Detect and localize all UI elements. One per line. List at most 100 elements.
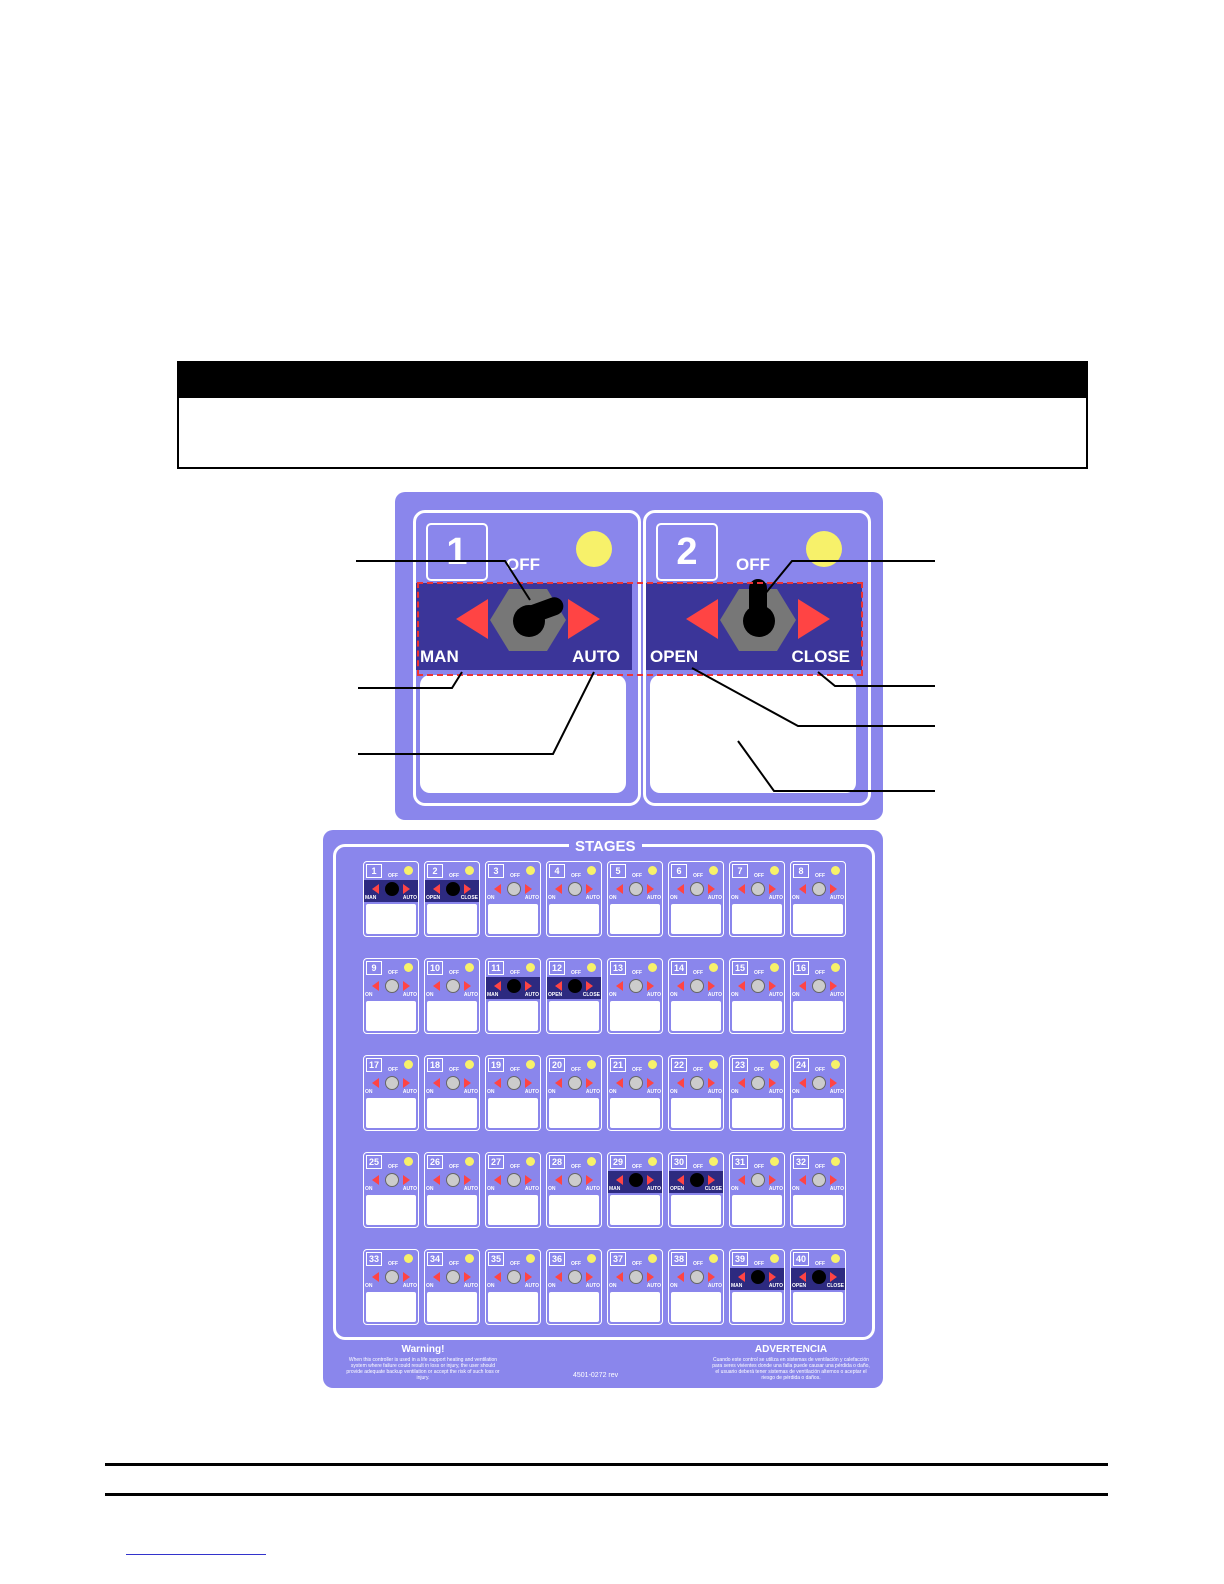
right-label: AUTO [585, 1283, 600, 1289]
label-area [366, 1195, 416, 1225]
arrow-right-icon [464, 1272, 471, 1282]
arrow-right-icon [464, 1078, 471, 1088]
off-label: OFF [754, 1067, 764, 1073]
toggle-switch[interactable] [629, 1270, 643, 1284]
toggle-switch[interactable] [629, 979, 643, 993]
stage-number: 27 [488, 1155, 504, 1169]
left-label: ON [731, 1089, 739, 1095]
switch-highlight [417, 582, 863, 676]
toggle-switch[interactable] [812, 1270, 826, 1284]
toggle-switch[interactable] [507, 1173, 521, 1187]
toggle-switch[interactable] [446, 1173, 460, 1187]
arrow-left-icon [494, 981, 501, 991]
toggle-switch[interactable] [690, 979, 704, 993]
toggle-switch[interactable] [568, 1270, 582, 1284]
toggle-switch[interactable] [690, 1270, 704, 1284]
off-label: OFF [571, 970, 581, 976]
left-label: OPEN [548, 992, 563, 998]
indicator-lamp-icon [404, 1060, 413, 1069]
indicator-lamp-icon [587, 866, 596, 875]
toggle-switch[interactable] [568, 1173, 582, 1187]
toggle-switch[interactable] [385, 882, 399, 896]
toggle-switch[interactable] [690, 1173, 704, 1187]
toggle-switch[interactable] [812, 979, 826, 993]
indicator-lamp-icon [587, 1254, 596, 1263]
right-label: AUTO [829, 1186, 844, 1192]
toggle-switch[interactable] [507, 882, 521, 896]
off-label: OFF [815, 1261, 825, 1267]
notice-title [179, 363, 1086, 398]
arrow-right-icon [586, 884, 593, 894]
toggle-switch[interactable] [446, 979, 460, 993]
label-area [488, 904, 538, 934]
stage-number: 7 [732, 864, 748, 878]
stage-number: 12 [549, 961, 565, 975]
label-area [671, 1195, 721, 1225]
toggle-switch[interactable] [385, 1173, 399, 1187]
right-label: AUTO [524, 1186, 539, 1192]
toggle-switch[interactable] [385, 1076, 399, 1090]
toggle-switch[interactable] [751, 1173, 765, 1187]
toggle-switch[interactable] [812, 1173, 826, 1187]
off-label: OFF [693, 970, 703, 976]
footer-link-underline[interactable] [126, 1554, 266, 1555]
toggle-switch[interactable] [568, 882, 582, 896]
toggle-switch[interactable] [751, 1076, 765, 1090]
toggle-switch[interactable] [690, 1076, 704, 1090]
arrow-left-icon [677, 981, 684, 991]
arrow-left-icon [555, 1175, 562, 1185]
arrow-right-icon [464, 981, 471, 991]
toggle-switch[interactable] [507, 1270, 521, 1284]
arrow-left-icon [799, 1175, 806, 1185]
toggle-switch[interactable] [751, 979, 765, 993]
toggle-switch[interactable] [385, 979, 399, 993]
toggle-switch[interactable] [751, 882, 765, 896]
off-label: OFF [736, 555, 770, 574]
toggle-switch[interactable] [507, 979, 521, 993]
toggle-switch[interactable] [629, 1173, 643, 1187]
footer-rule-bottom [105, 1493, 1108, 1496]
indicator-lamp-icon [526, 866, 535, 875]
toggle-switch[interactable] [812, 1076, 826, 1090]
left-label: ON [365, 992, 373, 998]
toggle-switch[interactable] [446, 882, 460, 896]
arrow-left-icon [799, 884, 806, 894]
label-area [549, 1292, 599, 1322]
toggle-switch[interactable] [568, 1076, 582, 1090]
notice-box [177, 361, 1088, 469]
off-label: OFF [449, 1164, 459, 1170]
arrow-right-icon [647, 884, 654, 894]
indicator-lamp-icon [465, 1157, 474, 1166]
toggle-switch[interactable] [446, 1076, 460, 1090]
toggle-switch[interactable] [690, 882, 704, 896]
arrow-left-icon [433, 1175, 440, 1185]
toggle-switch[interactable] [629, 882, 643, 896]
label-area [610, 1195, 660, 1225]
toggle-switch[interactable] [507, 1076, 521, 1090]
indicator-lamp-icon [648, 866, 657, 875]
toggle-switch[interactable] [751, 1270, 765, 1284]
toggle-switch[interactable] [812, 882, 826, 896]
toggle-switch[interactable] [629, 1076, 643, 1090]
arrow-left-icon [372, 1272, 379, 1282]
toggle-switch[interactable] [385, 1270, 399, 1284]
left-label: ON [548, 895, 556, 901]
toggle-switch[interactable] [568, 979, 582, 993]
toggle-switch[interactable] [446, 1270, 460, 1284]
left-label: ON [426, 1186, 434, 1192]
off-label: OFF [449, 873, 459, 879]
left-label: ON [670, 1283, 678, 1289]
